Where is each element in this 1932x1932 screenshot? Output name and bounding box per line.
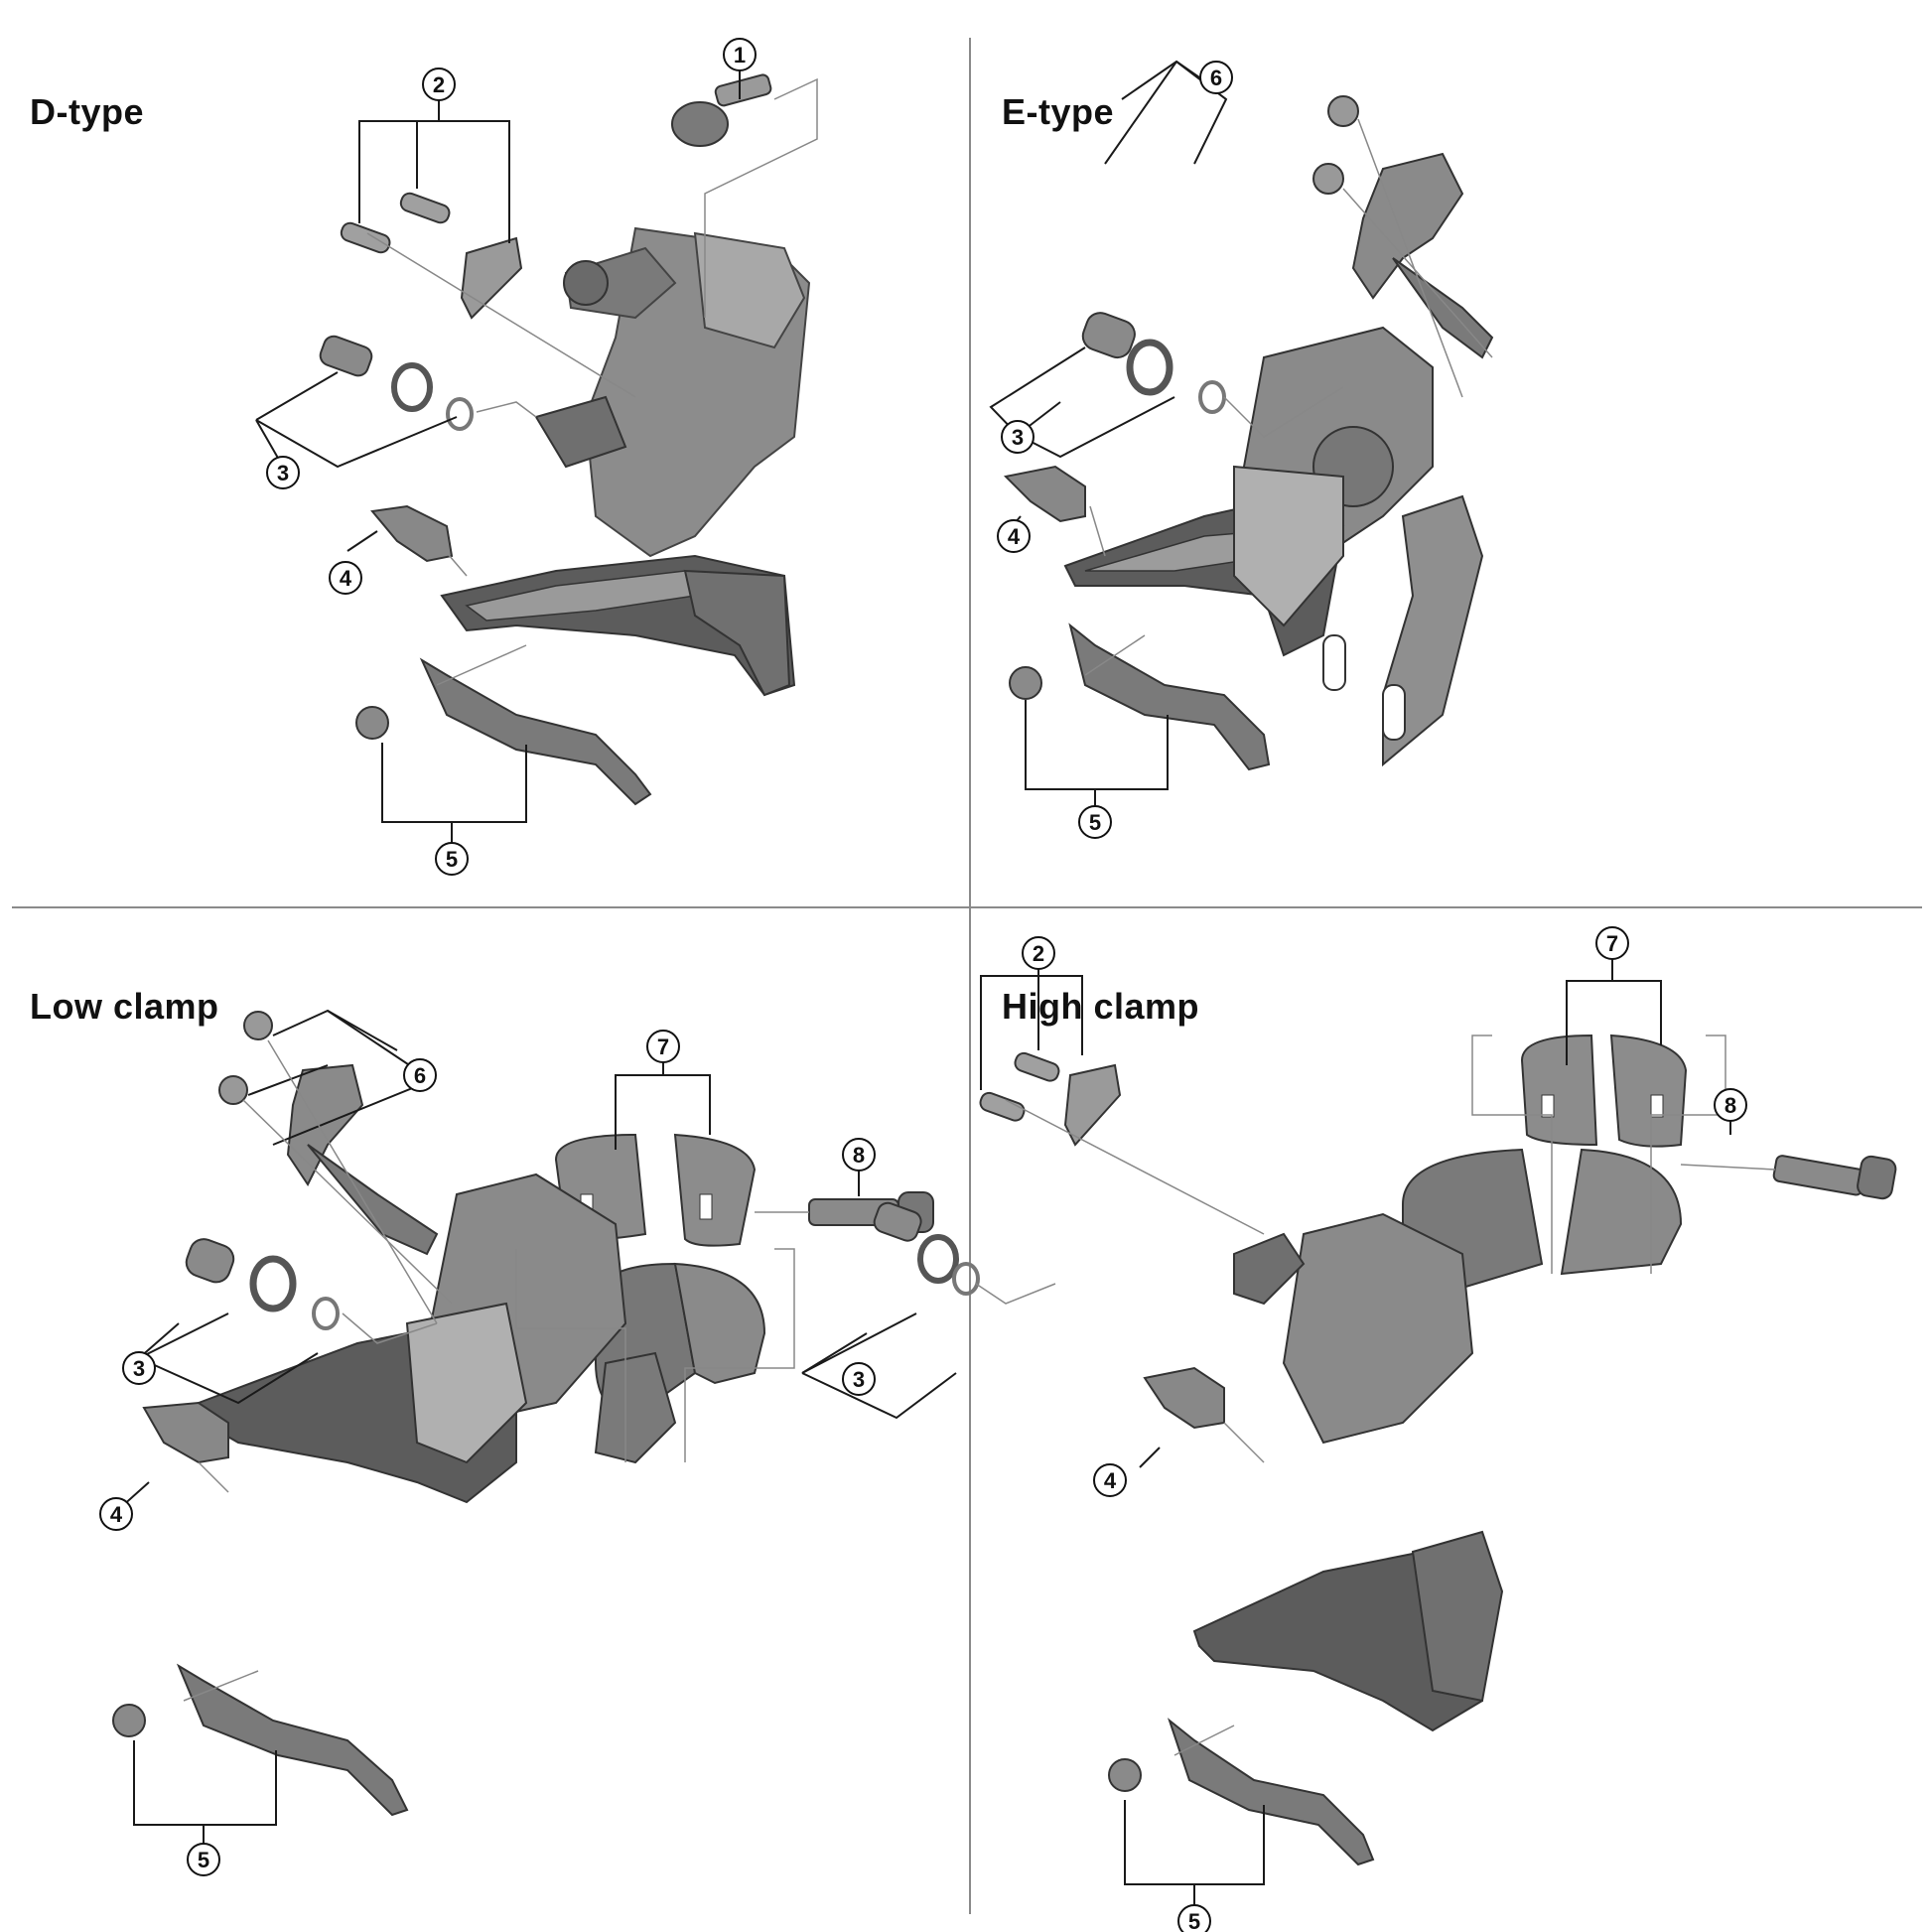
svg-text:6: 6 [414,1063,426,1088]
bolt-part-1 [671,73,772,147]
svg-text:8: 8 [1725,1093,1736,1118]
svg-text:8: 8 [853,1143,865,1168]
bolts-part-2 [979,1051,1122,1147]
svg-text:4: 4 [110,1502,123,1527]
bolt-washers-part-3 [319,335,474,431]
thin-guide-lines [366,77,818,686]
svg-text:6: 6 [1210,66,1222,90]
svg-text:5: 5 [198,1848,209,1872]
callout-8: 8 [1714,1088,1747,1122]
callout-5: 5 [435,842,469,876]
svg-text:2: 2 [1033,941,1044,966]
panel-e-type: E-type [966,0,1932,966]
bolt-washers-part-3 [185,1238,340,1330]
callout-3: 3 [122,1351,156,1385]
derailleur-body [1192,1148,1683,1732]
cover-part-4 [1143,1366,1225,1430]
mount-part-6 [1312,95,1494,359]
derailleur-body [440,226,811,697]
svg-text:4: 4 [340,566,352,591]
cover-part-4 [142,1401,229,1464]
panel-title: High clamp [1002,986,1200,1027]
svg-text:5: 5 [446,847,458,872]
callout-1: 1 [723,38,757,71]
svg-text:4: 4 [1104,1468,1117,1493]
callout-7: 7 [646,1030,680,1063]
svg-text:2: 2 [433,72,445,97]
callout-5: 5 [187,1843,220,1876]
bolts-part-2 [340,192,523,320]
cover-part-4 [370,504,454,563]
callout-6: 6 [1199,61,1233,94]
panel-title: D-type [30,91,145,132]
bolt-part-8 [1772,1155,1897,1200]
svg-text:3: 3 [277,461,289,485]
d-type-diagram: 1 2 3 4 5 [255,38,818,876]
derailleur-body [197,1173,766,1504]
callout-4: 4 [329,561,362,595]
svg-text:7: 7 [1606,931,1618,956]
thin-guide-lines [975,1035,1776,1756]
callout-5: 5 [1177,1904,1211,1932]
cover-part-4 [1003,465,1086,523]
callout-2: 2 [1022,936,1055,970]
e-type-diagram: 6 3 4 5 [989,60,1494,839]
svg-text:3: 3 [1012,425,1024,450]
svg-text:7: 7 [657,1035,669,1059]
panel-title: Low clamp [30,986,219,1027]
thin-guide-lines [1084,118,1493,676]
svg-text:5: 5 [1188,1909,1200,1932]
bolt-washers-part-3 [873,1201,980,1296]
callout-6: 6 [403,1058,437,1092]
svg-text:4: 4 [1008,524,1021,549]
svg-text:3: 3 [853,1367,865,1392]
svg-text:3: 3 [133,1356,145,1381]
leader-lines [255,69,741,846]
plate-part-5 [355,657,652,806]
callout-2: 2 [422,68,456,101]
thin-guide-lines [183,1039,809,1702]
svg-text:1: 1 [734,43,746,68]
svg-text:5: 5 [1089,810,1101,835]
panel-title: E-type [1002,91,1115,132]
callout-4: 4 [99,1497,133,1531]
vertical-divider [969,38,971,1914]
callout-3: 3 [842,1362,876,1396]
derailleur-body [1063,326,1484,767]
horizontal-divider [12,906,1922,908]
callout-7: 7 [1595,926,1629,960]
high-clamp-diagram: 7 2 8 3 4 5 [801,926,1897,1932]
clamp-band-part-7 [1520,1034,1688,1148]
callout-5: 5 [1078,805,1112,839]
callout-3: 3 [266,456,300,489]
mount-part-6 [218,1011,439,1256]
panel-low-clamp: Low clamp [0,906,966,1876]
leader-lines [801,954,1731,1909]
panel-high-clamp: High clamp [801,906,1932,1932]
plate-part-5 [112,1663,409,1817]
callout-4: 4 [1093,1463,1127,1497]
plate-part-5 [1108,1718,1375,1866]
plate-part-5 [1009,622,1271,771]
callout-8: 8 [842,1138,876,1172]
low-clamp-diagram: 6 7 3 8 4 5 [99,1009,934,1876]
callout-3: 3 [1001,420,1035,454]
panel-d-type: D-type [0,0,966,966]
bolt-washers-part-3 [1081,312,1226,414]
callout-4: 4 [997,519,1031,553]
